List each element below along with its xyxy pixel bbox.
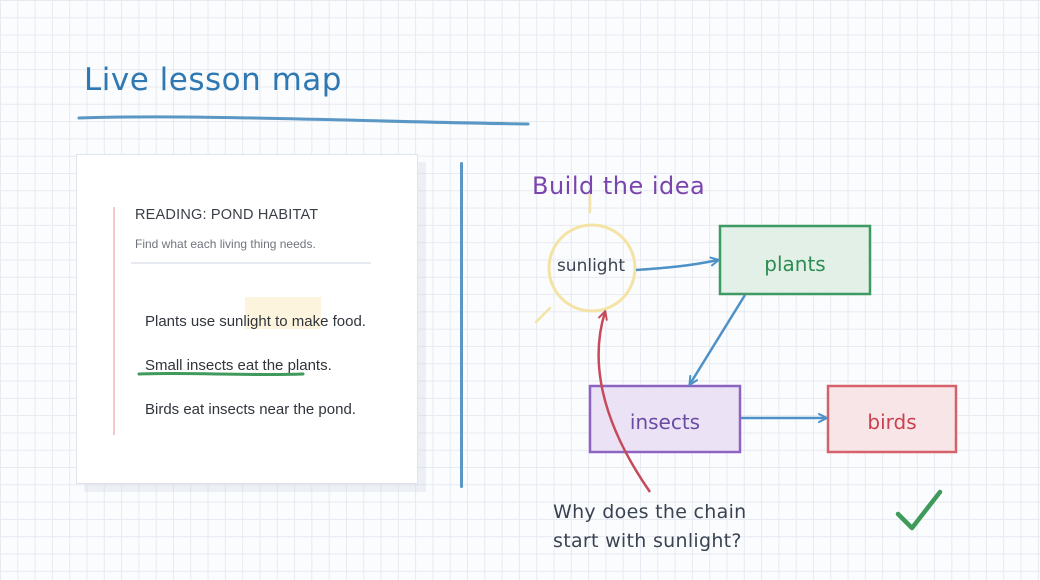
reading-line: Plants use sunlight to make food. [145,313,366,330]
diagram-title: Build the idea [532,172,706,200]
page-title: Live lesson map [84,62,342,98]
vertical-divider [460,162,463,488]
reading-line: Birds eat insects near the pond. [145,401,356,418]
card-heading: READING: POND HABITAT [135,207,319,223]
question-note: Why does the chain start with sunlight? [553,498,747,556]
reading-line: Small insects eat the plants. [145,357,332,374]
sun-icon [534,192,592,324]
card-divider [131,262,371,264]
insects-node [588,384,742,454]
sunlight-label: sunlight [556,256,626,276]
card-margin-line [113,207,115,435]
question-line: Why does the chain [553,501,747,523]
birds-label: birds [867,410,917,434]
plants-label: plants [764,252,826,276]
checkmark-icon [895,489,943,531]
edge-sunlight-plants [635,256,720,272]
text-highlight [245,297,321,329]
edge-question-sunlight [597,310,652,493]
birds-node [826,384,958,454]
ink-underline [137,371,305,377]
reading-card: READING: POND HABITAT Find what each liv… [76,154,418,484]
edge-plants-insects [688,294,747,386]
plants-node [718,224,872,296]
card-subheading: Find what each living thing needs. [135,237,316,251]
title-underline [77,115,530,126]
insects-label: insects [629,410,701,434]
question-line: start with sunlight? [553,530,742,552]
sunlight-node [534,192,637,324]
